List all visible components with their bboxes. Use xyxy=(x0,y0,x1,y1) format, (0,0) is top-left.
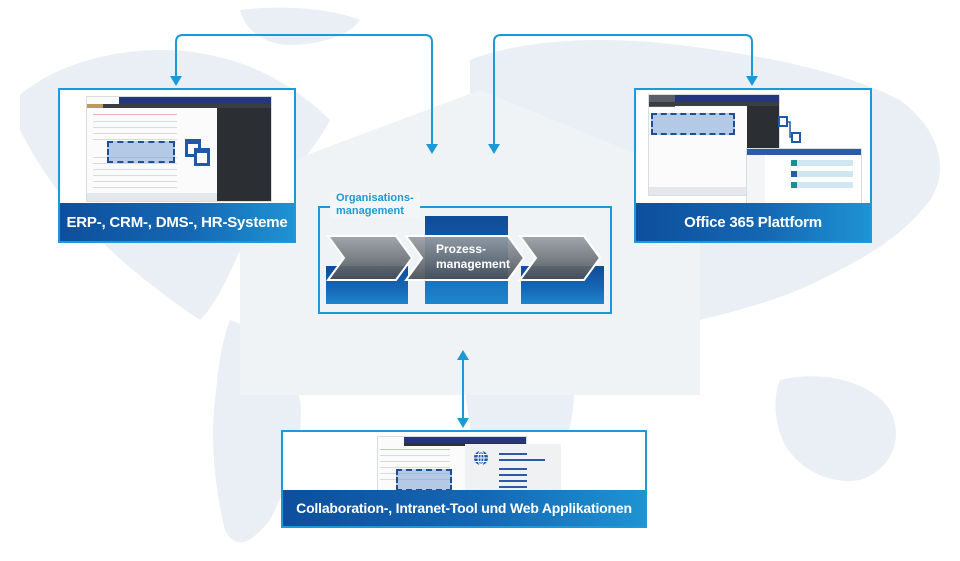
org-label-line1: Organisations- xyxy=(336,192,414,204)
org-label-line2: management xyxy=(336,205,404,217)
collab-highlight-region xyxy=(396,469,452,491)
arrowhead-office xyxy=(746,76,758,86)
organisation-management-label: Organisations- management xyxy=(330,192,420,218)
globe-icon xyxy=(474,450,488,466)
chevron-step-2 xyxy=(404,235,526,281)
erp-side-pane xyxy=(217,108,271,201)
office-navbar xyxy=(675,95,779,102)
proc-label-line1: Prozess- xyxy=(436,242,487,256)
process-management-label: Prozess- management xyxy=(436,242,510,272)
arrowhead-center-left xyxy=(426,144,438,154)
erp-navbar xyxy=(119,97,271,104)
office-panel: Office 365 Plattform xyxy=(634,88,872,243)
arrowhead-center-right xyxy=(488,144,500,154)
erp-highlight-region xyxy=(107,141,175,163)
erp-screenshot xyxy=(86,96,272,202)
erp-panel: ERP-, CRM-, DMS-, HR-Systeme xyxy=(58,88,296,243)
chevron-step-1 xyxy=(326,235,414,281)
arrowhead-collab-up xyxy=(457,350,469,360)
office-highlight-region xyxy=(651,113,735,135)
arrowhead-erp xyxy=(170,76,182,86)
workflow-connector-icon xyxy=(778,116,801,143)
arrowhead-collab-down xyxy=(457,418,469,428)
arrow-erp-line xyxy=(175,34,433,146)
organisation-management-frame xyxy=(318,206,612,314)
collab-navbar xyxy=(404,437,526,443)
erp-panel-label: ERP-, CRM-, DMS-, HR-Systeme xyxy=(60,203,294,241)
arrow-office-line xyxy=(493,34,753,146)
chevron-step-3 xyxy=(518,235,602,281)
copy-windows-icon xyxy=(185,139,210,166)
collab-panel-label: Collaboration-, Intranet-Tool und Web Ap… xyxy=(283,490,645,526)
collab-panel: Collaboration-, Intranet-Tool und Web Ap… xyxy=(281,430,647,528)
proc-label-line2: management xyxy=(436,257,511,271)
office-panel-label: Office 365 Plattform xyxy=(636,203,870,241)
